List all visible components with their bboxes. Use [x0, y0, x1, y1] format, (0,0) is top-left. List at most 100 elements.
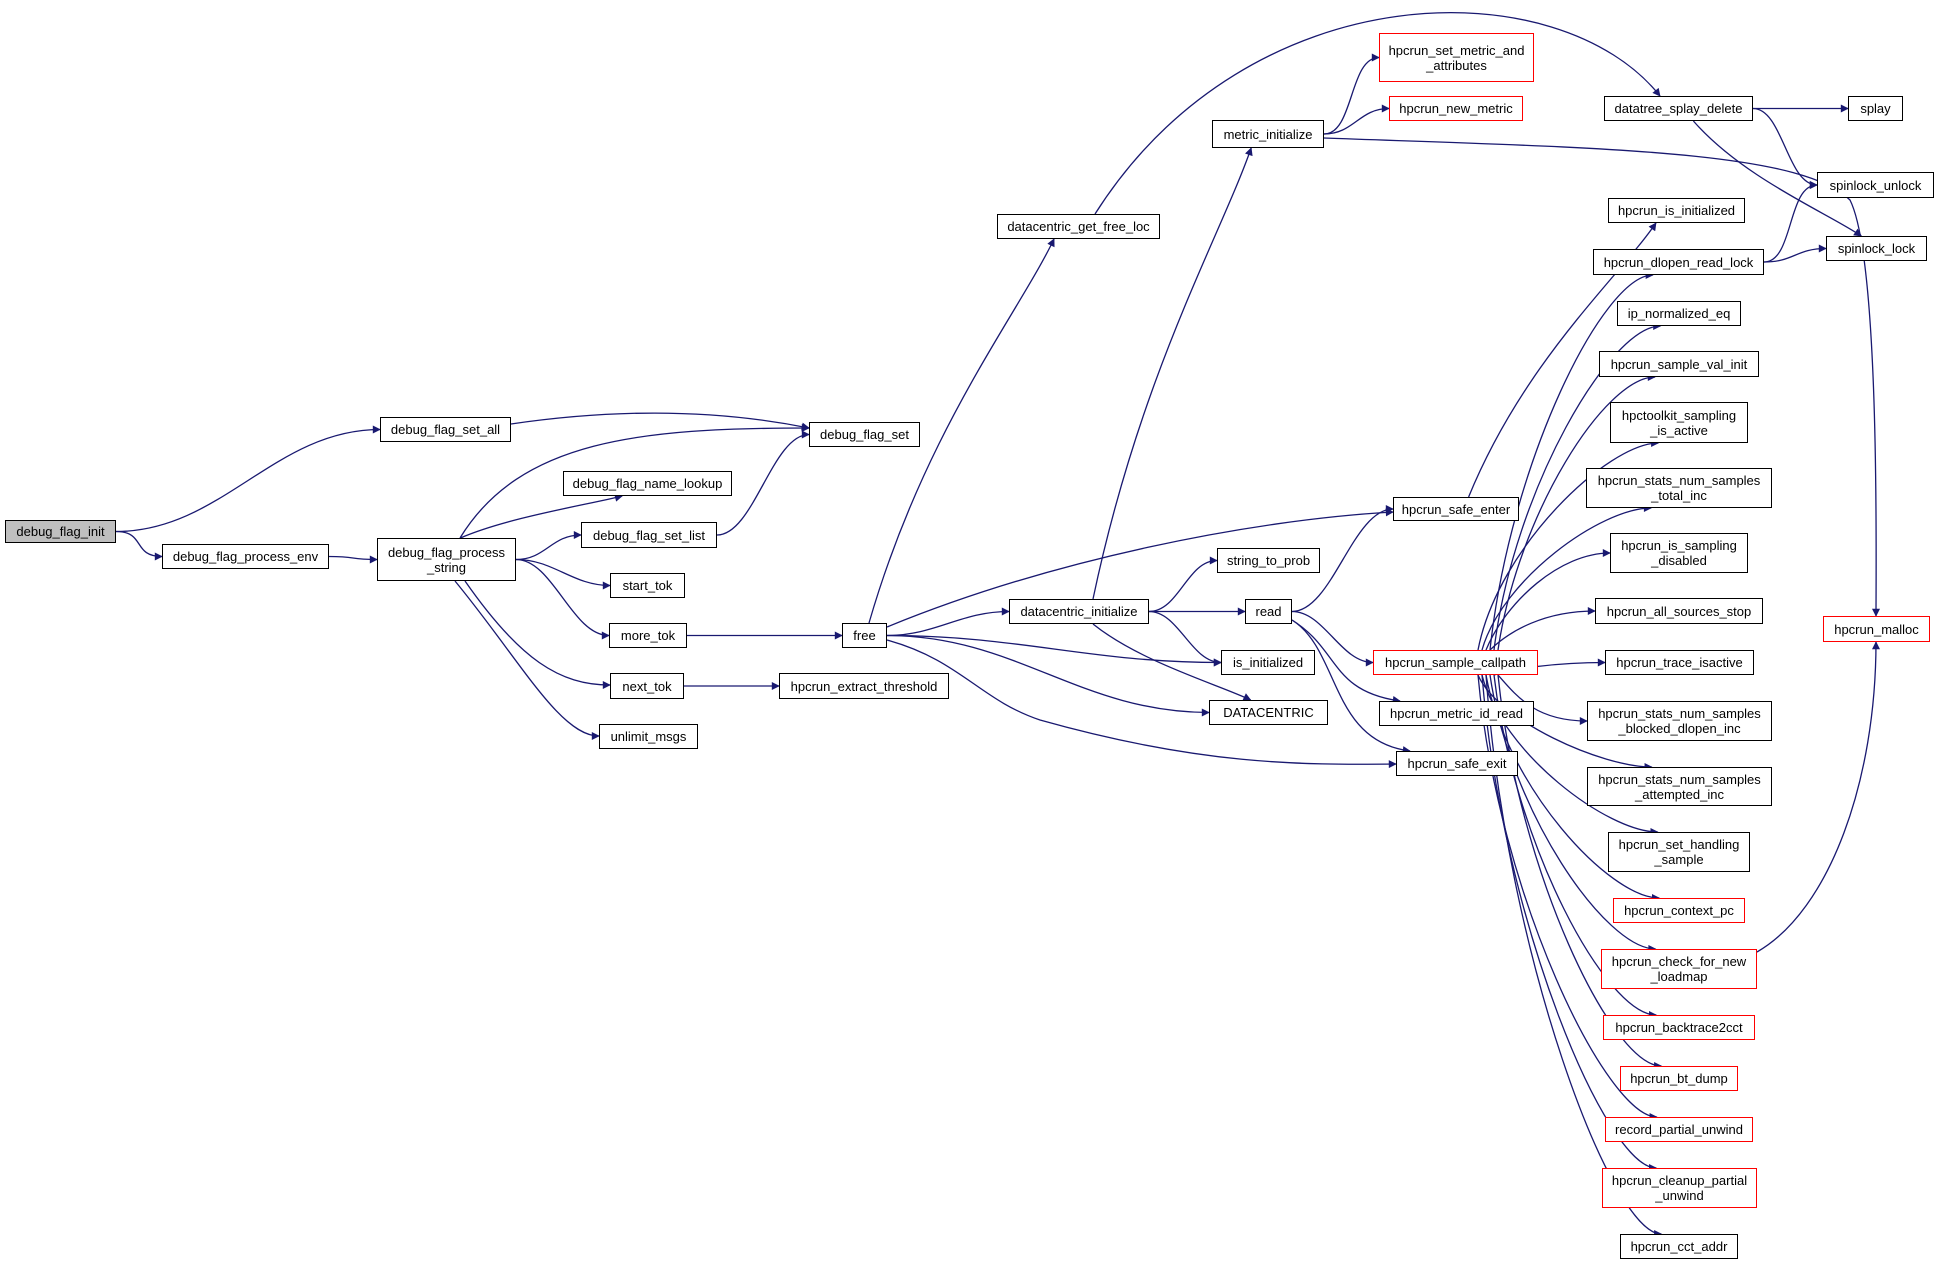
node-label-line: read	[1255, 604, 1282, 619]
node-hpcrun-dlopen-read-lock[interactable]: hpcrun_dlopen_read_lock	[1593, 249, 1764, 275]
node-datacentric[interactable]: DATACENTRIC	[1209, 700, 1328, 725]
edge-debug-flag-process-string-to-debug-flag-set	[459, 424, 810, 539]
node-hpcrun-backtrace2cct[interactable]: hpcrun_backtrace2cct	[1603, 1015, 1755, 1040]
node-hpcrun-is-sampling-disabled[interactable]: hpcrun_is_sampling_disabled	[1610, 533, 1748, 573]
node-free[interactable]: free	[842, 623, 887, 648]
node-label-line: datacentric_get_free_loc	[1007, 219, 1150, 234]
node-label: more_tok	[621, 628, 675, 643]
node-label-line: _sample	[1654, 852, 1704, 867]
edge-debug-flag-process-string-to-unlimit-msgs	[454, 580, 600, 740]
node-label: next_tok	[622, 679, 671, 694]
node-metric-initialize[interactable]: metric_initialize	[1212, 120, 1324, 148]
node-label-line: debug_flag_set_all	[390, 422, 501, 437]
node-label-line: hpcrun_stats_num_samples	[1598, 771, 1761, 787]
node-hpcrun-sample-callpath[interactable]: hpcrun_sample_callpath	[1373, 650, 1538, 675]
node-spinlock-unlock[interactable]: spinlock_unlock	[1817, 172, 1934, 198]
node-label-line: hpcrun_set_metric_and	[1388, 42, 1525, 58]
edge-hpcrun-dlopen-read-lock-to-spinlock-lock	[1763, 244, 1827, 263]
node-label: hpctoolkit_sampling_is_active	[1622, 408, 1736, 438]
node-label-line: _loadmap	[1650, 969, 1708, 984]
node-hpcrun-cct-addr[interactable]: hpcrun_cct_addr	[1620, 1234, 1738, 1259]
node-hpcrun-bt-dump[interactable]: hpcrun_bt_dump	[1620, 1066, 1738, 1091]
edge-read-to-hpcrun-safe-enter	[1291, 505, 1394, 613]
node-label-line: debug_flag_process_env	[172, 549, 319, 564]
node-label-line: _total_inc	[1651, 488, 1707, 503]
edge-hpcrun-sample-callpath-to-hpcrun-stats-num-samples-total-inc	[1481, 504, 1652, 651]
node-label: hpcrun_check_for_new_loadmap	[1612, 954, 1746, 984]
node-hpcrun-cleanup-partial-unwind[interactable]: hpcrun_cleanup_partial_unwind	[1602, 1168, 1757, 1208]
node-label-line: hpcrun_dlopen_read_lock	[1603, 254, 1754, 270]
node-hpcrun-stats-num-samples-blocked-dlopen-inc[interactable]: hpcrun_stats_num_samples_blocked_dlopen_…	[1587, 701, 1772, 741]
node-debug-flag-process-string[interactable]: debug_flag_process_string	[377, 538, 516, 581]
edge-hpcrun-sample-callpath-to-hpcrun-backtrace2cct	[1493, 674, 1657, 1019]
node-debug-flag-init[interactable]: debug_flag_init	[5, 520, 116, 543]
node-hpcrun-stats-num-samples-attempted-inc[interactable]: hpcrun_stats_num_samples_attempted_inc	[1587, 767, 1772, 806]
edge-metric-initialize-to-hpcrun-set-metric-and-attributes	[1323, 53, 1380, 135]
node-hpcrun-safe-enter[interactable]: hpcrun_safe_enter	[1393, 497, 1519, 521]
edge-hpcrun-sample-callpath-to-ip-normalized-eq	[1493, 322, 1662, 651]
edge-datacentric-initialize-to-metric-initialize	[1092, 147, 1253, 600]
node-debug-flag-set[interactable]: debug_flag_set	[809, 422, 920, 447]
node-ip-normalized-eq[interactable]: ip_normalized_eq	[1617, 301, 1741, 326]
node-spinlock-lock[interactable]: spinlock_lock	[1826, 236, 1927, 261]
node-hpcrun-sample-val-init[interactable]: hpcrun_sample_val_init	[1599, 351, 1759, 377]
node-hpcrun-metric-id-read[interactable]: hpcrun_metric_id_read	[1379, 701, 1534, 726]
edge-debug-flag-process-env-to-debug-flag-process-string	[328, 555, 378, 564]
node-label: hpcrun_extract_threshold	[791, 679, 938, 694]
node-more-tok[interactable]: more_tok	[609, 623, 687, 648]
node-string-to-prob[interactable]: string_to_prob	[1217, 548, 1320, 573]
node-label: hpcrun_new_metric	[1399, 101, 1512, 116]
node-label: hpcrun_cleanup_partial_unwind	[1612, 1173, 1747, 1203]
node-hpcrun-all-sources-stop[interactable]: hpcrun_all_sources_stop	[1595, 598, 1763, 624]
node-hpcrun-safe-exit[interactable]: hpcrun_safe_exit	[1396, 751, 1518, 776]
node-start-tok[interactable]: start_tok	[610, 573, 685, 598]
node-read[interactable]: read	[1245, 599, 1292, 624]
node-label: debug_flag_set_all	[391, 422, 500, 437]
node-next-tok[interactable]: next_tok	[610, 673, 684, 699]
node-datacentric-initialize[interactable]: datacentric_initialize	[1009, 599, 1149, 624]
node-debug-flag-set-all[interactable]: debug_flag_set_all	[380, 417, 511, 442]
node-hpcrun-set-metric-and-attributes[interactable]: hpcrun_set_metric_and_attributes	[1379, 33, 1534, 82]
edge-free-to-hpcrun-safe-exit	[886, 639, 1397, 769]
node-label-line: hpcrun_sample_callpath	[1385, 655, 1526, 670]
node-hpcrun-set-handling-sample[interactable]: hpcrun_set_handling_sample	[1608, 832, 1750, 872]
node-label-line: splay	[1860, 101, 1891, 116]
node-hpcrun-context-pc[interactable]: hpcrun_context_pc	[1613, 898, 1745, 923]
node-hpcrun-trace-isactive[interactable]: hpcrun_trace_isactive	[1605, 650, 1754, 675]
node-label: record_partial_unwind	[1615, 1122, 1743, 1137]
node-record-partial-unwind[interactable]: record_partial_unwind	[1605, 1117, 1753, 1142]
node-hpctoolkit-sampling-is-active[interactable]: hpctoolkit_sampling_is_active	[1610, 402, 1748, 443]
node-debug-flag-process-env[interactable]: debug_flag_process_env	[162, 544, 329, 569]
node-label-line: _string	[426, 559, 467, 575]
node-hpcrun-is-initialized[interactable]: hpcrun_is_initialized	[1608, 198, 1745, 223]
node-hpcrun-malloc[interactable]: hpcrun_malloc	[1823, 616, 1930, 642]
edge-debug-flag-process-string-to-debug-flag-set-list	[515, 531, 582, 561]
edge-hpcrun-check-for-new-loadmap-to-hpcrun-malloc	[1756, 641, 1880, 953]
node-label: debug_flag_set_list	[593, 528, 705, 543]
node-label: datacentric_initialize	[1020, 604, 1137, 619]
node-label: hpcrun_set_handling_sample	[1619, 837, 1740, 867]
node-hpcrun-extract-threshold[interactable]: hpcrun_extract_threshold	[779, 673, 949, 699]
node-hpcrun-check-for-new-loadmap[interactable]: hpcrun_check_for_new_loadmap	[1601, 949, 1757, 989]
edge-free-to-is-initialized	[886, 634, 1222, 667]
node-datacentric-get-free-loc[interactable]: datacentric_get_free_loc	[997, 214, 1160, 239]
node-unlimit-msgs[interactable]: unlimit_msgs	[599, 724, 698, 749]
node-label: hpcrun_all_sources_stop	[1607, 604, 1752, 619]
node-hpcrun-stats-num-samples-total-inc[interactable]: hpcrun_stats_num_samples_total_inc	[1586, 468, 1772, 508]
node-label-line: hpcrun_new_metric	[1399, 101, 1513, 116]
node-splay[interactable]: splay	[1848, 96, 1903, 121]
node-label: DATACENTRIC	[1223, 705, 1314, 720]
edge-free-to-hpcrun-safe-enter	[886, 508, 1394, 628]
node-debug-flag-set-list[interactable]: debug_flag_set_list	[581, 522, 717, 548]
node-hpcrun-new-metric[interactable]: hpcrun_new_metric	[1389, 96, 1523, 121]
node-label-line: hpcrun_set_handling	[1618, 837, 1740, 852]
node-is-initialized[interactable]: is_initialized	[1221, 650, 1315, 675]
node-label-line: hpcrun_safe_exit	[1407, 756, 1507, 771]
node-label-line: hpcrun_is_sampling	[1621, 538, 1737, 553]
node-label: debug_flag_process_env	[173, 549, 318, 564]
node-datatree-splay-delete[interactable]: datatree_splay_delete	[1604, 96, 1753, 121]
node-label-line: hpcrun_extract_threshold	[790, 678, 938, 694]
node-label-line: _disabled	[1651, 553, 1707, 568]
edge-hpcrun-sample-callpath-to-hpctoolkit-sampling-is-active	[1477, 439, 1660, 651]
node-debug-flag-name-lookup[interactable]: debug_flag_name_lookup	[563, 471, 732, 496]
